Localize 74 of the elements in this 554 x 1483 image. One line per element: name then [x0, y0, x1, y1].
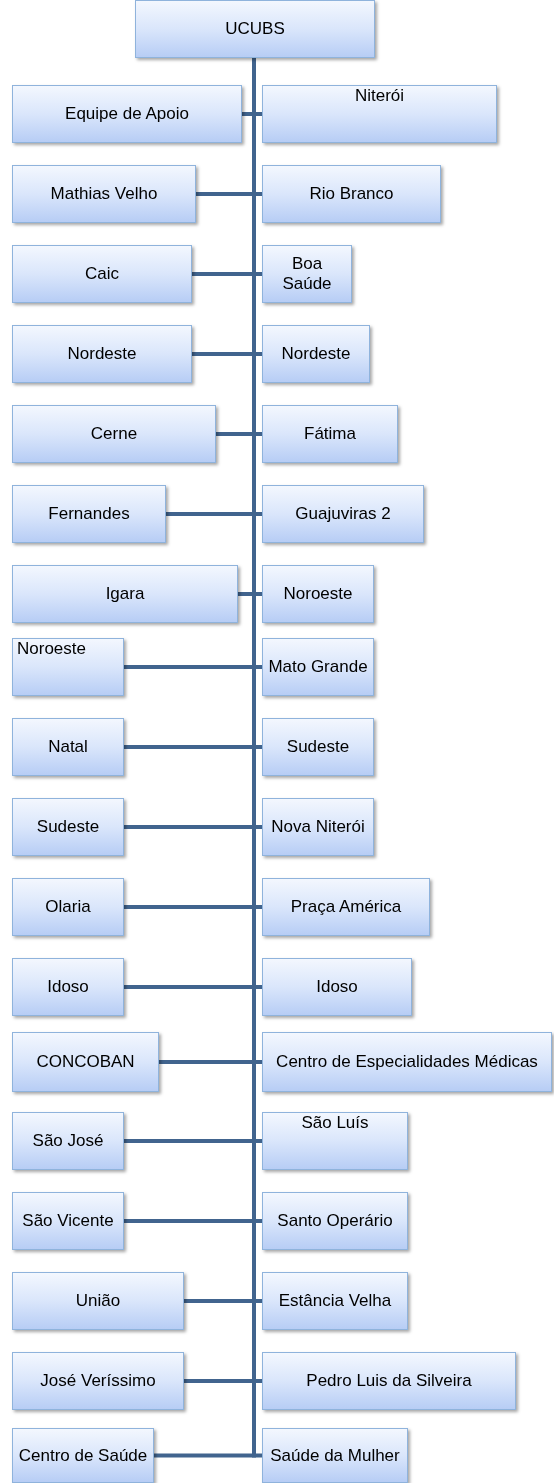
org-unit-box	[12, 1428, 154, 1483]
org-unit-box	[262, 325, 370, 383]
unit-name: Praça América	[290, 897, 402, 917]
unit-name: Rio Branco	[309, 184, 394, 204]
org-unit-box	[12, 878, 124, 936]
org-unit-box	[12, 165, 196, 223]
unit-name: Sudeste	[36, 817, 100, 837]
unit-name: Fátima	[304, 424, 356, 444]
unit-name: União	[75, 1291, 121, 1311]
org-unit-box	[12, 798, 124, 856]
unit-name: Nordeste	[281, 344, 351, 364]
org-unit-box	[262, 1192, 408, 1250]
org-unit-box	[262, 638, 374, 696]
org-unit-box	[262, 958, 412, 1016]
unit-name: Niterói	[354, 86, 405, 106]
org-unit-box	[262, 1032, 552, 1092]
org-unit-box	[262, 565, 374, 623]
org-unit-box	[262, 1352, 516, 1410]
org-unit-box	[12, 485, 166, 543]
org-unit-box	[12, 325, 192, 383]
org-unit-box	[262, 1428, 408, 1483]
org-unit-box	[262, 405, 398, 463]
org-unit-box	[12, 958, 124, 1016]
org-unit-box	[262, 1112, 408, 1170]
unit-name: Saúde da Mulher	[270, 1445, 400, 1466]
unit-name: Nova Niterói	[271, 817, 365, 837]
unit-name: Idoso	[316, 977, 358, 997]
unit-name: Igara	[105, 584, 145, 604]
unit-name: Pedro Luis da Silveira	[306, 1371, 472, 1391]
org-unit-box	[12, 1272, 184, 1330]
org-unit-box	[12, 245, 192, 303]
org-unit-box	[135, 0, 375, 58]
unit-name: Idoso	[47, 977, 89, 997]
org-unit-box	[262, 245, 352, 303]
org-unit-box	[12, 1352, 184, 1410]
org-unit-box	[12, 1192, 124, 1250]
unit-name: Centro de Saúde	[18, 1445, 148, 1466]
unit-name: Guajuviras 2	[295, 504, 391, 524]
unit-name: Equipe de Apoio	[65, 104, 189, 124]
org-unit-box	[12, 638, 124, 696]
org-unit-box	[262, 485, 424, 543]
org-unit-box	[262, 165, 441, 223]
unit-name: Cerne	[90, 424, 138, 444]
unit-name: Boa Saúde	[281, 254, 333, 294]
org-unit-box	[12, 85, 242, 143]
unit-name: Santo Operário	[277, 1211, 393, 1231]
unit-name: Natal	[48, 737, 88, 757]
unit-name: São Vicente	[22, 1211, 114, 1231]
unit-name: Estância Velha	[278, 1291, 392, 1311]
unit-name: UCUBS	[225, 19, 285, 39]
org-unit-box	[262, 85, 497, 143]
unit-name: Mato Grande	[268, 657, 368, 677]
unit-name: CONCOBAN	[36, 1052, 135, 1072]
unit-name: Noroeste	[283, 584, 353, 604]
unit-name: Sudeste	[286, 737, 350, 757]
org-unit-box	[262, 798, 374, 856]
unit-name: José Veríssimo	[40, 1371, 156, 1391]
org-unit-box	[12, 565, 238, 623]
org-unit-box	[262, 878, 430, 936]
org-unit-box	[262, 1272, 408, 1330]
org-unit-box	[262, 718, 374, 776]
unit-name: Nordeste	[67, 344, 137, 364]
unit-name: Caic	[85, 264, 119, 284]
unit-name: Olaria	[45, 897, 91, 917]
unit-name: São José	[32, 1131, 104, 1151]
unit-name: Mathias Velho	[50, 184, 158, 204]
org-unit-box	[12, 1032, 159, 1092]
org-unit-box	[12, 718, 124, 776]
org-unit-box	[12, 1112, 124, 1170]
unit-name: Fernandes	[48, 504, 130, 524]
unit-name: Noroeste	[17, 639, 86, 659]
unit-name: Centro de Especialidades Médicas	[276, 1052, 538, 1072]
unit-name: São Luís	[301, 1113, 369, 1133]
org-unit-box	[12, 405, 216, 463]
